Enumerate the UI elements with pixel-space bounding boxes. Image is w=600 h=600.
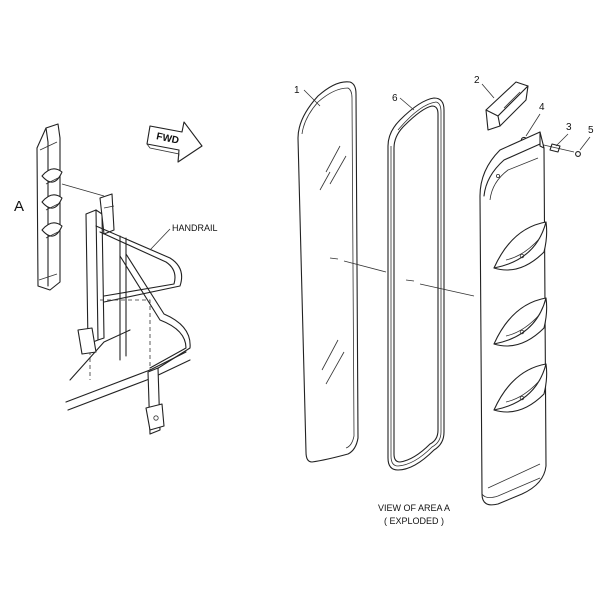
fwd-arrow: FWD: [146, 121, 203, 163]
callout-4-leader: [525, 113, 541, 137]
view-caption-line2: ( EXPLODED ): [384, 516, 444, 526]
handrail-label: HANDRAIL: [172, 223, 218, 233]
handrail-leader-line: [149, 228, 171, 251]
part-5-nut: [575, 151, 581, 157]
callout-4: 4: [539, 102, 545, 113]
small-mirror-assembly: [36, 123, 63, 291]
fwd-label: FWD: [155, 131, 180, 146]
part-6-gasket: [387, 97, 445, 471]
center-line: [329, 257, 475, 297]
callout-2-leader: [481, 83, 495, 99]
mirror-housing: [479, 131, 548, 506]
callout-2: 2: [474, 75, 480, 86]
view-caption-line1: VIEW OF AREA A: [378, 503, 450, 513]
part-1-mirror-glass: [297, 81, 359, 463]
area-letter-label: A: [14, 198, 24, 215]
callout-5: 5: [588, 125, 594, 136]
callout-3-leader: [555, 133, 569, 147]
area-leader-line: [61, 183, 105, 197]
callout-6-leader: [399, 97, 415, 111]
handrail-structure: [65, 193, 191, 435]
callout-6: 6: [392, 93, 398, 104]
part-2-clip: [485, 81, 529, 131]
callout-5-leader: [579, 136, 591, 151]
callout-1-leader: [303, 89, 321, 107]
part-3-screw: [549, 143, 561, 153]
callout-3: 3: [566, 122, 572, 133]
callout-1: 1: [294, 85, 300, 96]
